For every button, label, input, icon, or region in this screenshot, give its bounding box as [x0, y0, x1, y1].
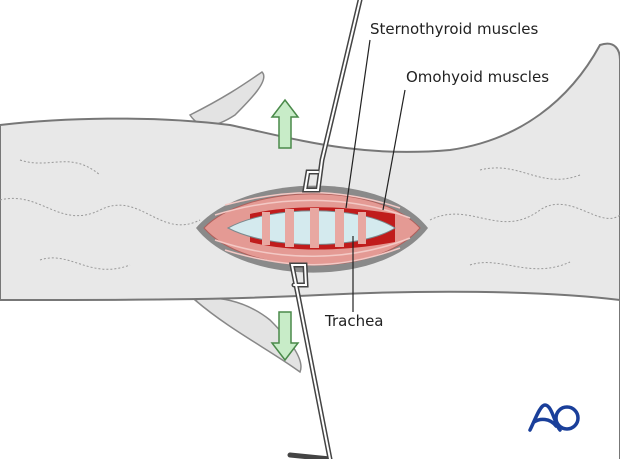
- label-trachea: Trachea: [325, 312, 384, 330]
- ao-logo: [528, 403, 580, 432]
- retractors-inner: [290, 0, 361, 459]
- arrow-up-icon: [270, 98, 300, 149]
- incision: [196, 185, 428, 273]
- label-sternothyroid-muscles: Sternothyroid muscles: [370, 20, 539, 38]
- leader-lines: [345, 39, 406, 312]
- arrow-down-icon: [270, 311, 300, 362]
- label-omohyoid-muscles: Omohyoid muscles: [406, 68, 550, 86]
